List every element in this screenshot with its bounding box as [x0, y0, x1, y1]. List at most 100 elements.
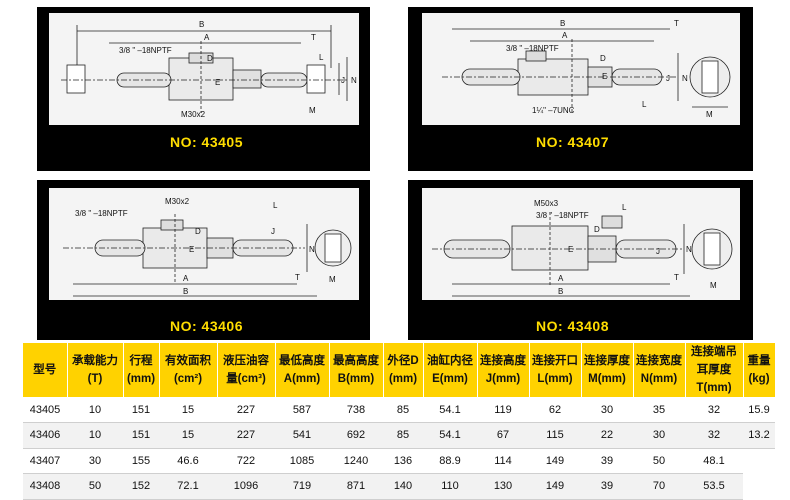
- table-cell: 70: [633, 473, 685, 500]
- table-cell: 39: [581, 448, 633, 474]
- table-cell: 149: [529, 448, 581, 474]
- column-header: 行程(mm): [123, 343, 160, 397]
- column-header-line: B(mm): [337, 373, 375, 385]
- table-cell: 15: [159, 397, 217, 423]
- table-cell: 155: [123, 448, 159, 474]
- table-cell: 151: [123, 422, 159, 449]
- column-header: 型号: [23, 343, 68, 397]
- column-header-line: 行程: [129, 355, 153, 367]
- table-cell: 72.1: [159, 473, 217, 500]
- drawing-panel-43406: 3/8 " –18NPTF M30x2 D E J L N M T A B NO…: [37, 180, 370, 340]
- dim-l-label: L: [642, 100, 647, 109]
- column-header: 液压油容量(cm³): [217, 343, 276, 397]
- table-cell: 32: [685, 397, 743, 423]
- dim-n-label: N: [309, 245, 315, 254]
- dim-n-label: N: [351, 76, 357, 85]
- table-cell: 30: [633, 422, 685, 449]
- dim-e-label: E: [602, 72, 607, 81]
- column-header-line: 连接端吊: [691, 346, 737, 358]
- column-header-line: E(mm): [432, 373, 468, 385]
- dim-a-label: A: [562, 31, 568, 40]
- column-header-line: (T): [87, 373, 103, 385]
- column-header-line: 油缸内径: [427, 355, 473, 367]
- dim-j-label: J: [656, 247, 660, 256]
- table-cell: 30: [581, 397, 633, 423]
- table-cell: 10: [67, 422, 123, 449]
- dim-a-label: A: [183, 274, 189, 283]
- table-cell: 54.1: [423, 422, 477, 449]
- drawing-panel-43405: B A T 3/8 " –18NPTF D E J L N M M30x2 NO…: [37, 7, 370, 171]
- table-cell: 115: [529, 422, 581, 449]
- dim-m-label: M: [309, 106, 316, 115]
- cylinder-drawing-43408: M50x3 3/8 " –18NPTF D E J L N M T A B: [422, 188, 740, 300]
- dim-n-label: N: [686, 245, 692, 254]
- thread-label: M30x2: [165, 197, 190, 206]
- dim-j-label: J: [341, 76, 345, 85]
- table-cell: 50: [67, 473, 123, 500]
- table-cell: 140: [383, 473, 423, 500]
- dim-b-label: B: [560, 19, 565, 28]
- table-cell: 46.6: [159, 448, 217, 474]
- dim-a-label: A: [558, 274, 564, 283]
- column-header-line: 连接厚度: [584, 355, 630, 367]
- dim-m-label: M: [329, 275, 336, 284]
- table-cell: 110: [423, 473, 477, 500]
- table-cell: 43407: [23, 448, 67, 474]
- column-header-line: (kg): [748, 373, 770, 385]
- table-cell: 130: [477, 473, 529, 500]
- table-cell: 719: [275, 473, 329, 500]
- dim-m-label: M: [706, 110, 713, 119]
- cylinder-drawing-43405: B A T 3/8 " –18NPTF D E J L N M M30x2: [49, 13, 359, 125]
- column-header-line: 连接宽度: [636, 355, 682, 367]
- column-header-line: 最低高度: [279, 355, 325, 367]
- table-cell: 53.5: [685, 473, 743, 500]
- dim-n-label: N: [682, 74, 688, 83]
- table-cell: 119: [477, 397, 529, 423]
- cylinder-drawing-43406: 3/8 " –18NPTF M30x2 D E J L N M T A B: [49, 188, 359, 300]
- table-cell: 227: [217, 397, 275, 423]
- thread-label: M30x2: [181, 110, 206, 119]
- column-header-line: 液压油容: [223, 355, 269, 367]
- table-cell: 152: [123, 473, 159, 500]
- column-header-line: T(mm): [696, 382, 732, 394]
- column-header: 有效面积(cm²): [159, 343, 218, 397]
- column-header-line: N(mm): [640, 373, 678, 385]
- cylinder-drawing-43407: B A T 3/8 " –18NPTF D E J L N M 1¼" –7UN…: [422, 13, 740, 125]
- table-cell: 15: [159, 422, 217, 449]
- table-cell: 22: [581, 422, 633, 449]
- table-cell: 67: [477, 422, 529, 449]
- column-header: 油缸内径 E(mm): [423, 343, 478, 397]
- column-header-line: (cm²): [173, 373, 203, 385]
- table-cell: 30: [67, 448, 123, 474]
- dim-b-label: B: [558, 287, 563, 296]
- column-header-line: A(mm): [283, 373, 321, 385]
- column-header-line: 承载能力: [72, 355, 118, 367]
- table-cell: 149: [529, 473, 581, 500]
- table-cell: 35: [633, 397, 685, 423]
- dim-t-label: T: [311, 33, 316, 42]
- port-label: 3/8 " –18NPTF: [75, 209, 128, 218]
- port-label: 3/8 " –18NPTF: [536, 211, 589, 220]
- table-cell: 1085: [275, 448, 329, 474]
- dim-b-label: B: [183, 287, 188, 296]
- table-cell: 85: [383, 422, 423, 449]
- port-label: 3/8 " –18NPTF: [119, 46, 172, 55]
- drawing-panel-43407: B A T 3/8 " –18NPTF D E J L N M 1¼" –7UN…: [408, 7, 753, 171]
- table-cell: 43406: [23, 422, 67, 449]
- column-header-line: (mm): [388, 373, 418, 385]
- table-cell: 114: [477, 448, 529, 474]
- column-header-line: 连接开口: [532, 355, 578, 367]
- table-cell: 136: [383, 448, 423, 474]
- dim-b-label: B: [199, 20, 204, 29]
- table-cell: 738: [329, 397, 383, 423]
- column-header-line: M(mm): [588, 373, 626, 385]
- dim-e-label: E: [568, 245, 573, 254]
